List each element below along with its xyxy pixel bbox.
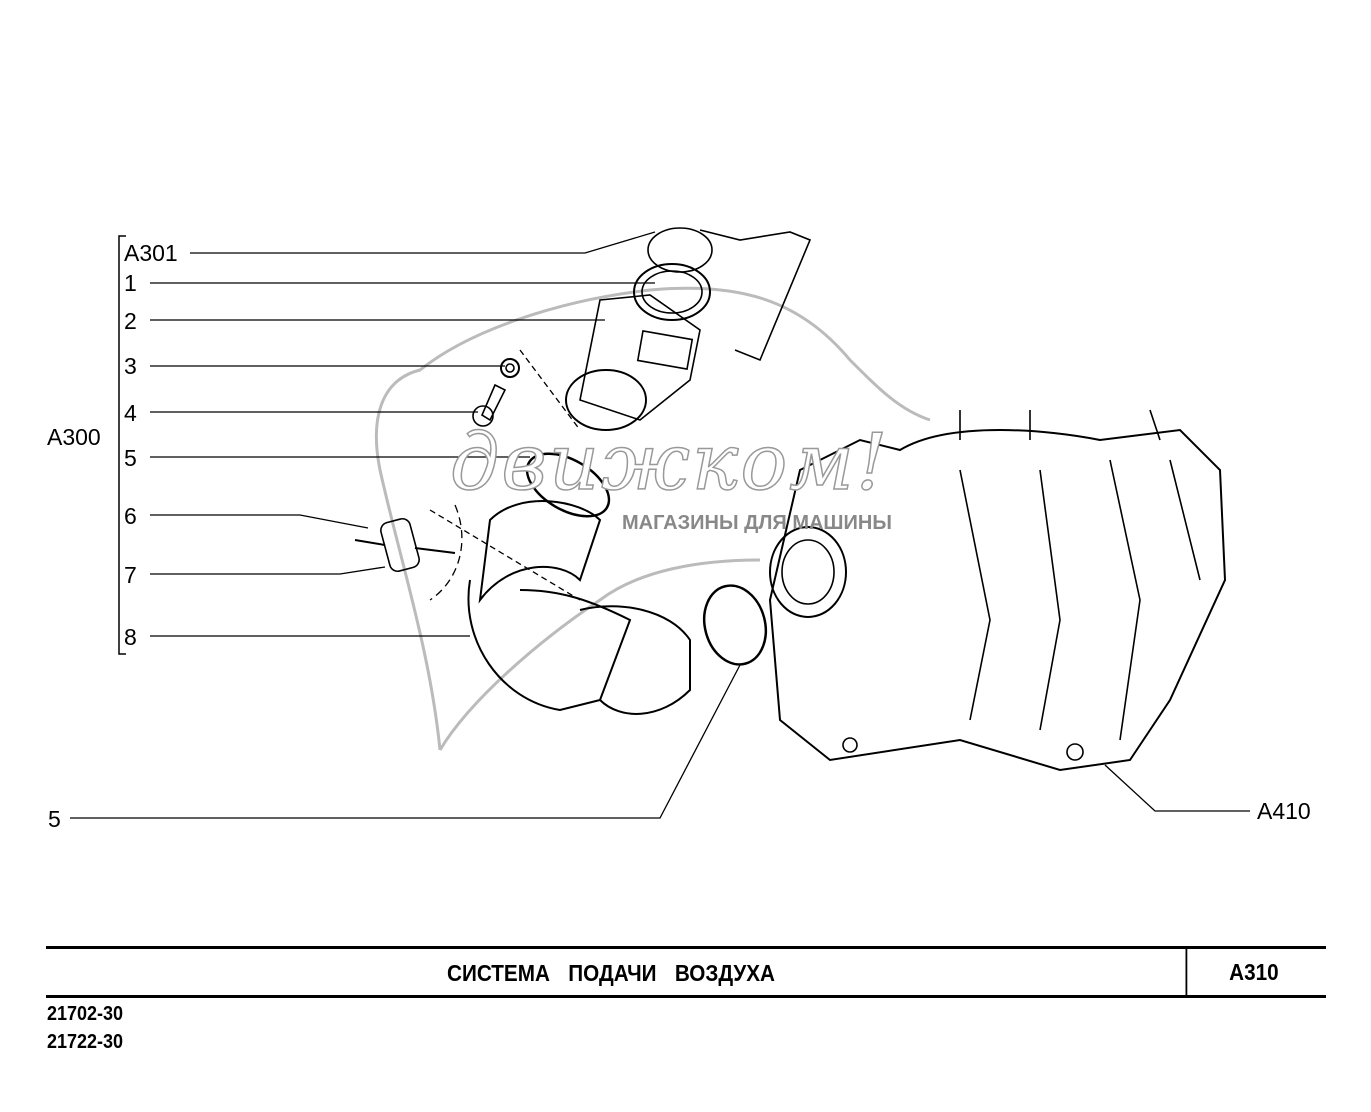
group-bracket bbox=[118, 235, 126, 655]
clamp-5-lower bbox=[702, 584, 768, 666]
bolt-4 bbox=[472, 383, 507, 427]
title-block: СИСТЕМА ПОДАЧИ ВОЗДУХА A310 bbox=[46, 946, 1326, 998]
callout-5-lower: 5 bbox=[48, 806, 61, 832]
callout-5: 5 bbox=[124, 445, 137, 471]
callout-8: 8 bbox=[124, 624, 137, 650]
callout-a301: A301 bbox=[124, 240, 178, 266]
air-filter-outlet bbox=[647, 227, 812, 362]
callout-a300: A300 bbox=[47, 424, 101, 450]
watermark-car-outline bbox=[374, 286, 931, 751]
watermark-brand: движком! bbox=[449, 417, 890, 509]
seal-ring-1 bbox=[633, 263, 711, 321]
mass-air-flow-sensor-2 bbox=[565, 294, 701, 431]
leader-lines bbox=[70, 231, 1250, 819]
watermark-tagline: МАГАЗИНЫ ДЛЯ МАШИНЫ bbox=[622, 512, 892, 534]
callout-3: 3 bbox=[124, 353, 137, 379]
model-code: 21722-30 bbox=[47, 1031, 124, 1053]
intake-manifold-a410 bbox=[768, 409, 1227, 772]
sensor-6-7 bbox=[354, 517, 456, 573]
callout-a410: A410 bbox=[1257, 798, 1311, 824]
callout-1: 1 bbox=[124, 270, 137, 296]
watermark-car-outline bbox=[438, 558, 761, 751]
diagram-code: A310 bbox=[1185, 949, 1321, 995]
callout-4: 4 bbox=[124, 400, 137, 426]
washer-3 bbox=[500, 358, 520, 378]
diagram-title: СИСТЕМА ПОДАЧИ ВОЗДУХА bbox=[447, 960, 775, 986]
intake-hose-8 bbox=[467, 500, 691, 715]
model-code: 21702-30 bbox=[47, 1003, 124, 1025]
callout-6: 6 bbox=[124, 503, 137, 529]
clamp-5-upper bbox=[525, 452, 611, 518]
callout-2: 2 bbox=[124, 308, 137, 334]
callout-7: 7 bbox=[124, 562, 137, 588]
